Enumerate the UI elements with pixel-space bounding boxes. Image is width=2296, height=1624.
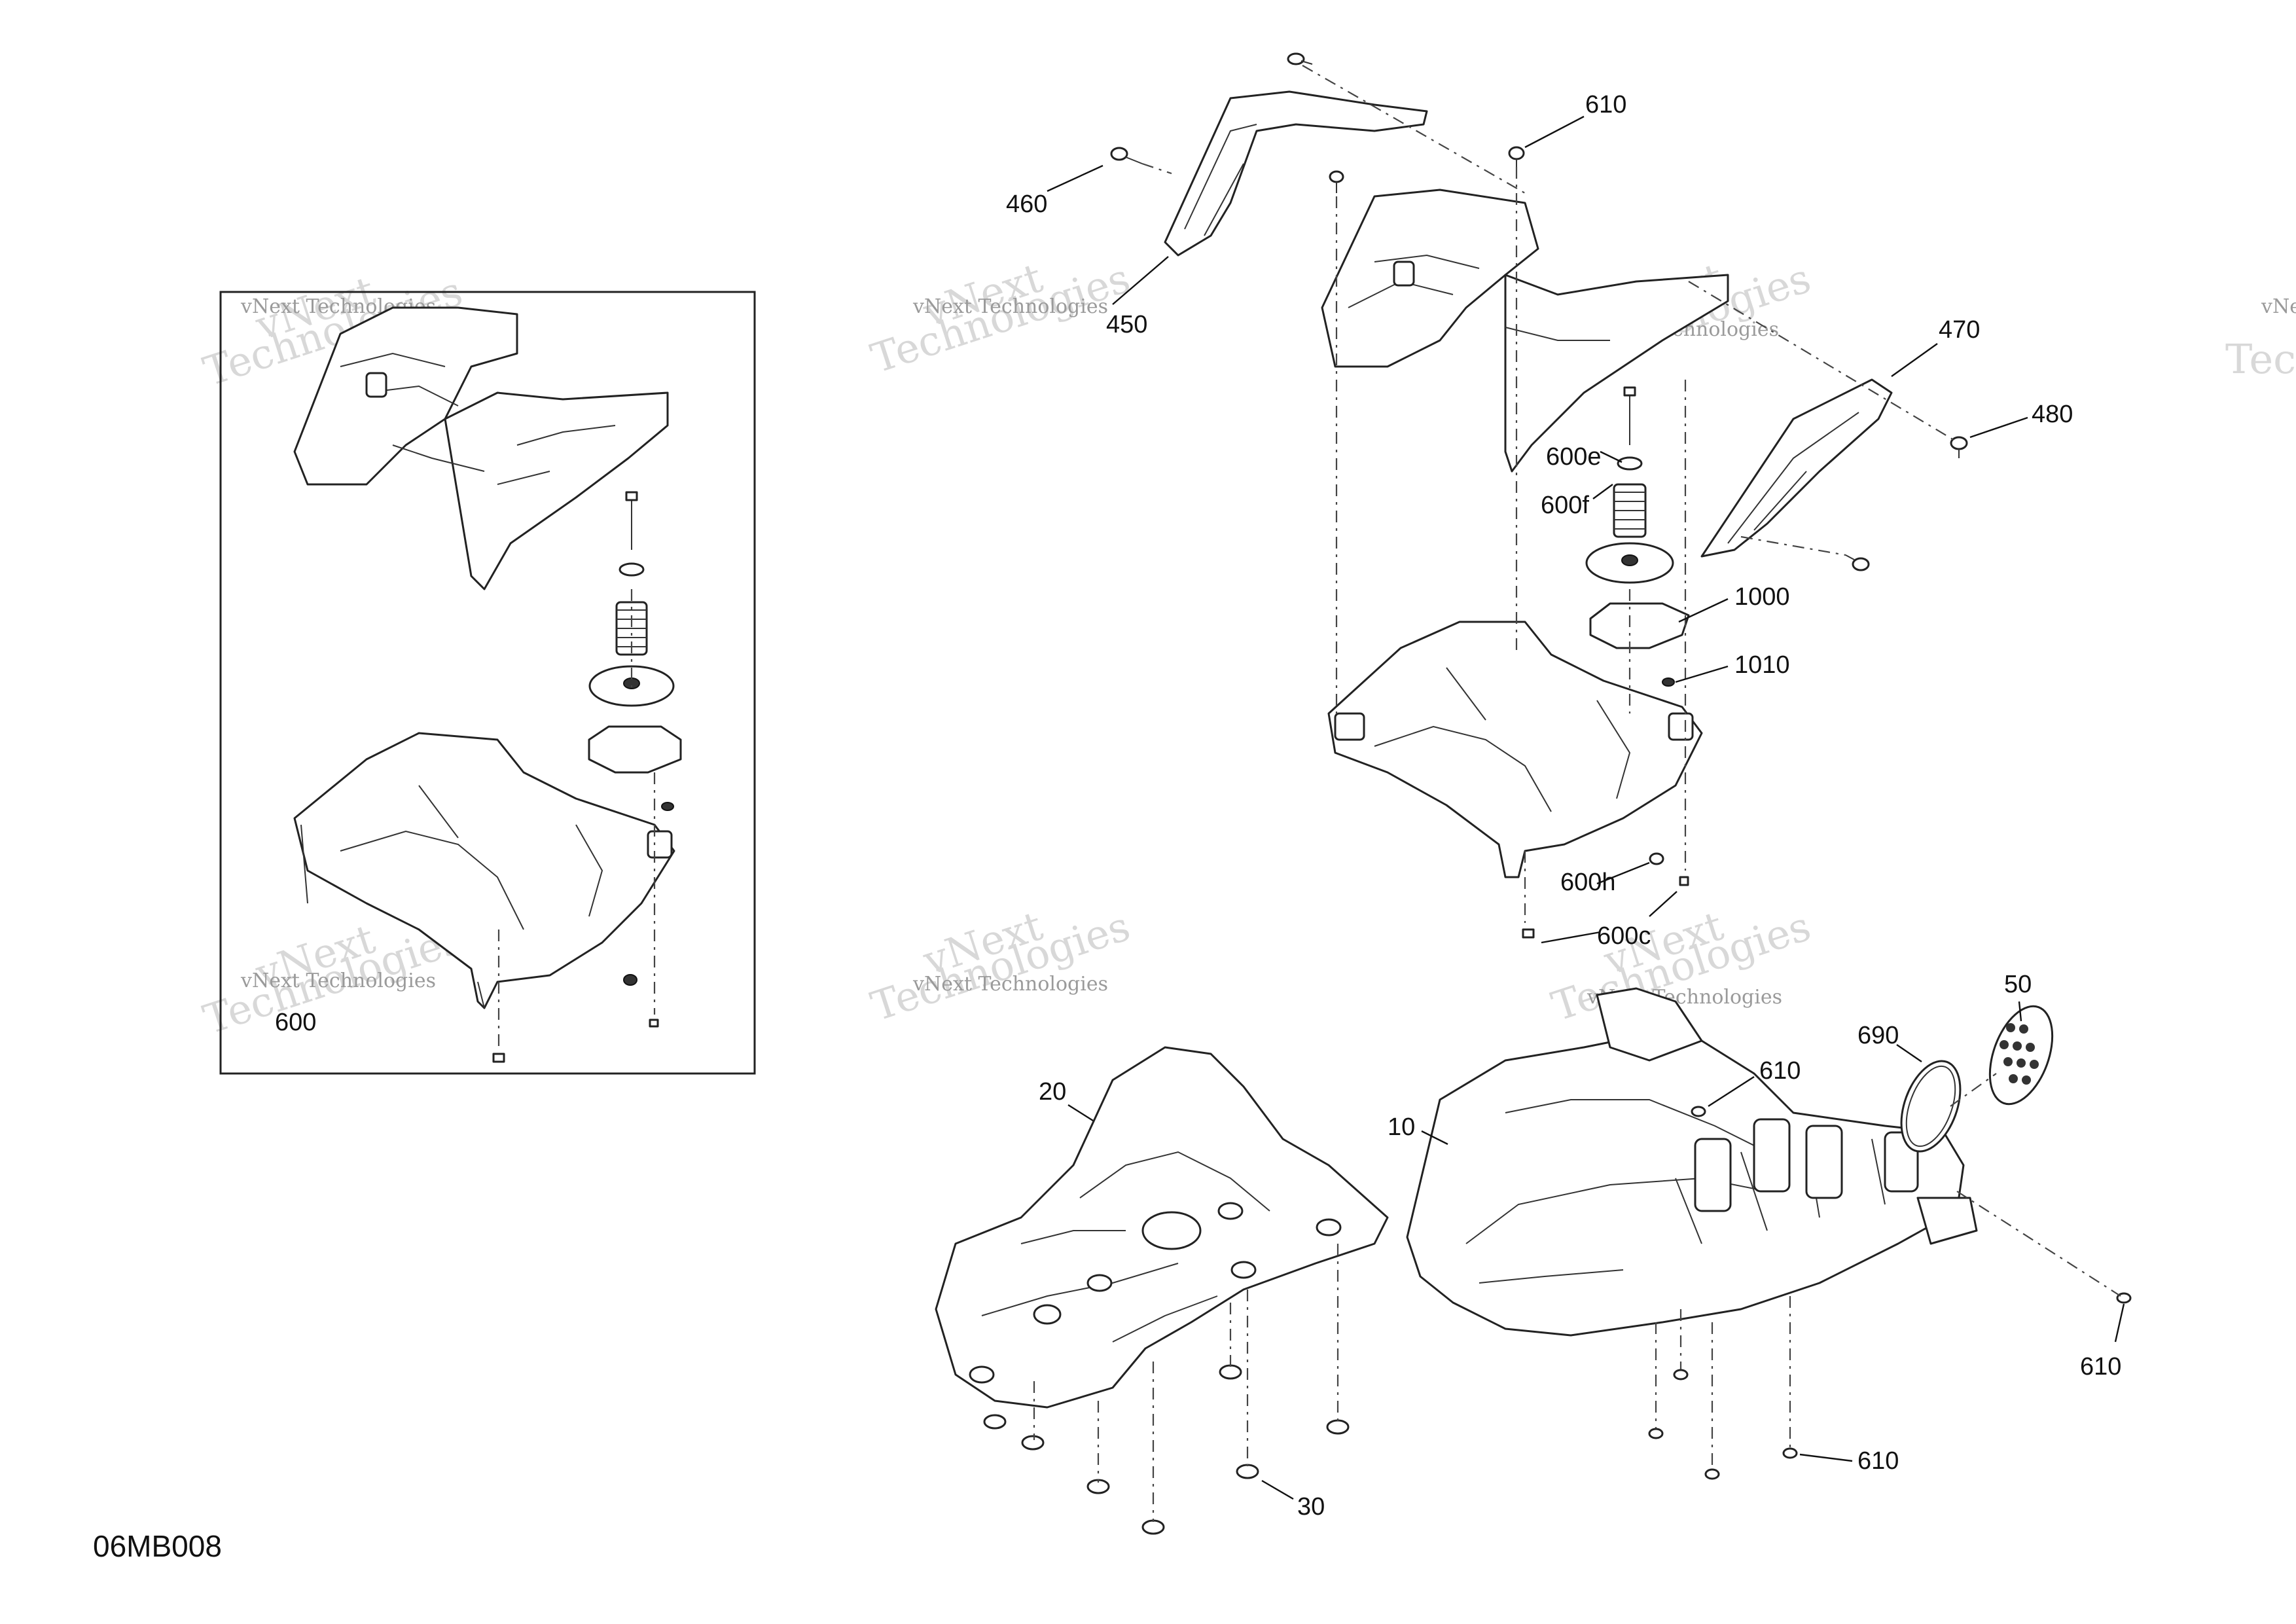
- screw-left-top: [1329, 170, 1344, 193]
- kit-center-lines: [497, 589, 656, 1047]
- svg-text:30: 30: [1297, 1493, 1325, 1521]
- upper-air-intake: [1321, 189, 1729, 473]
- svg-text:600f: 600f: [1541, 492, 1589, 519]
- part-20-heat-shield: [935, 1046, 1389, 1409]
- callout-610-right: 610: [2080, 1303, 2125, 1380]
- kit-hardware-stack: [588, 491, 682, 811]
- svg-text:610: 610: [2080, 1353, 2121, 1380]
- callout-20: 20: [1039, 1078, 1094, 1122]
- svg-text:480: 480: [2032, 401, 2073, 428]
- svg-text:470: 470: [1939, 316, 1980, 344]
- svg-text:vNext Technologies: vNext Technologies: [240, 969, 436, 992]
- callout-600: 600: [275, 1009, 316, 1036]
- drawing-code: 06MB008: [93, 1529, 222, 1563]
- part-10-airbox-body: [1406, 987, 1978, 1337]
- rivet-610-top: [1508, 146, 1525, 167]
- watermark-5: vNext Technologies vNext Technologies: [865, 901, 1136, 1030]
- callout-610-mid: 610: [1708, 1057, 1801, 1108]
- svg-text:Technologies: Technologies: [2225, 335, 2296, 383]
- hardware-stack: [1585, 386, 1690, 687]
- svg-text:610: 610: [1857, 1447, 1899, 1475]
- callout-690: 690: [1857, 1022, 1922, 1062]
- kit-spring: [615, 601, 648, 656]
- callout-10: 10: [1388, 1113, 1448, 1146]
- watermark-7: vNext Technologies Technologies: [2225, 295, 2296, 383]
- part-450-cover: [1164, 90, 1428, 257]
- screws-610-bottom: [1648, 1106, 2132, 1480]
- svg-text:20: 20: [1039, 1078, 1066, 1106]
- screw-top: [1287, 52, 1313, 65]
- spring-600f: [1613, 483, 1647, 538]
- watermark-2: vNext Technologies vNext Technologies: [865, 253, 1136, 382]
- svg-text:10: 10: [1388, 1113, 1415, 1141]
- screw-470-bottom: [1845, 554, 1870, 571]
- svg-text:690: 690: [1857, 1022, 1899, 1049]
- svg-text:600: 600: [275, 1009, 316, 1036]
- bottom-left-center-lines: [1033, 1244, 1339, 1522]
- callout-30: 30: [1261, 1479, 1325, 1521]
- kit-600-box: [219, 291, 756, 1075]
- screw-460: [1110, 147, 1143, 164]
- callouts: 450 460 610 470 480 600e 600f 1000: [275, 91, 2125, 1521]
- callout-610-bottom: 610: [1799, 1447, 1899, 1475]
- callout-460: 460: [1006, 164, 1103, 218]
- svg-text:50: 50: [2004, 971, 2032, 998]
- top-assembly-center-lines: [1141, 65, 1958, 923]
- svg-text:610: 610: [1585, 91, 1626, 118]
- callout-450: 450: [1106, 256, 1169, 338]
- callout-50: 50: [2004, 971, 2032, 1022]
- callout-600e: 600e: [1546, 443, 1623, 471]
- callout-1010: 1010: [1675, 651, 1790, 683]
- callout-610-top: 610: [1524, 91, 1626, 149]
- svg-text:vNext Technologies: vNext Technologies: [912, 295, 1108, 318]
- svg-text:600c: 600c: [1597, 922, 1651, 950]
- lower-air-box: [1327, 621, 1703, 939]
- svg-text:460: 460: [1006, 190, 1047, 218]
- svg-text:vNext Technologies: vNext Technologies: [912, 973, 1108, 996]
- kit-upper-airbox: [293, 306, 669, 590]
- callout-470: 470: [1891, 316, 1980, 377]
- callout-600c: 600c: [1541, 891, 1677, 950]
- washers-30: [983, 1364, 1350, 1535]
- svg-text:vNext Technologies: vNext Technologies: [2261, 295, 2296, 318]
- svg-text:1010: 1010: [1734, 651, 1790, 679]
- callout-600f: 600f: [1541, 484, 1613, 519]
- kit-lower-airbox: [293, 732, 675, 1063]
- svg-text:610: 610: [1759, 1057, 1801, 1085]
- svg-text:600h: 600h: [1560, 869, 1616, 896]
- svg-text:600e: 600e: [1546, 443, 1602, 471]
- callout-600h: 600h: [1560, 861, 1650, 896]
- bottom-right-center-lines: [1655, 1073, 2121, 1469]
- part-470-cover: [1700, 378, 1893, 558]
- clamp-690: [1900, 1060, 1962, 1153]
- callout-480: 480: [1969, 401, 2073, 439]
- svg-text:1000: 1000: [1734, 583, 1790, 611]
- svg-text:450: 450: [1106, 311, 1147, 338]
- screen-50: [1988, 1005, 2054, 1106]
- screw-480: [1950, 436, 1968, 458]
- callout-1000: 1000: [1678, 583, 1790, 623]
